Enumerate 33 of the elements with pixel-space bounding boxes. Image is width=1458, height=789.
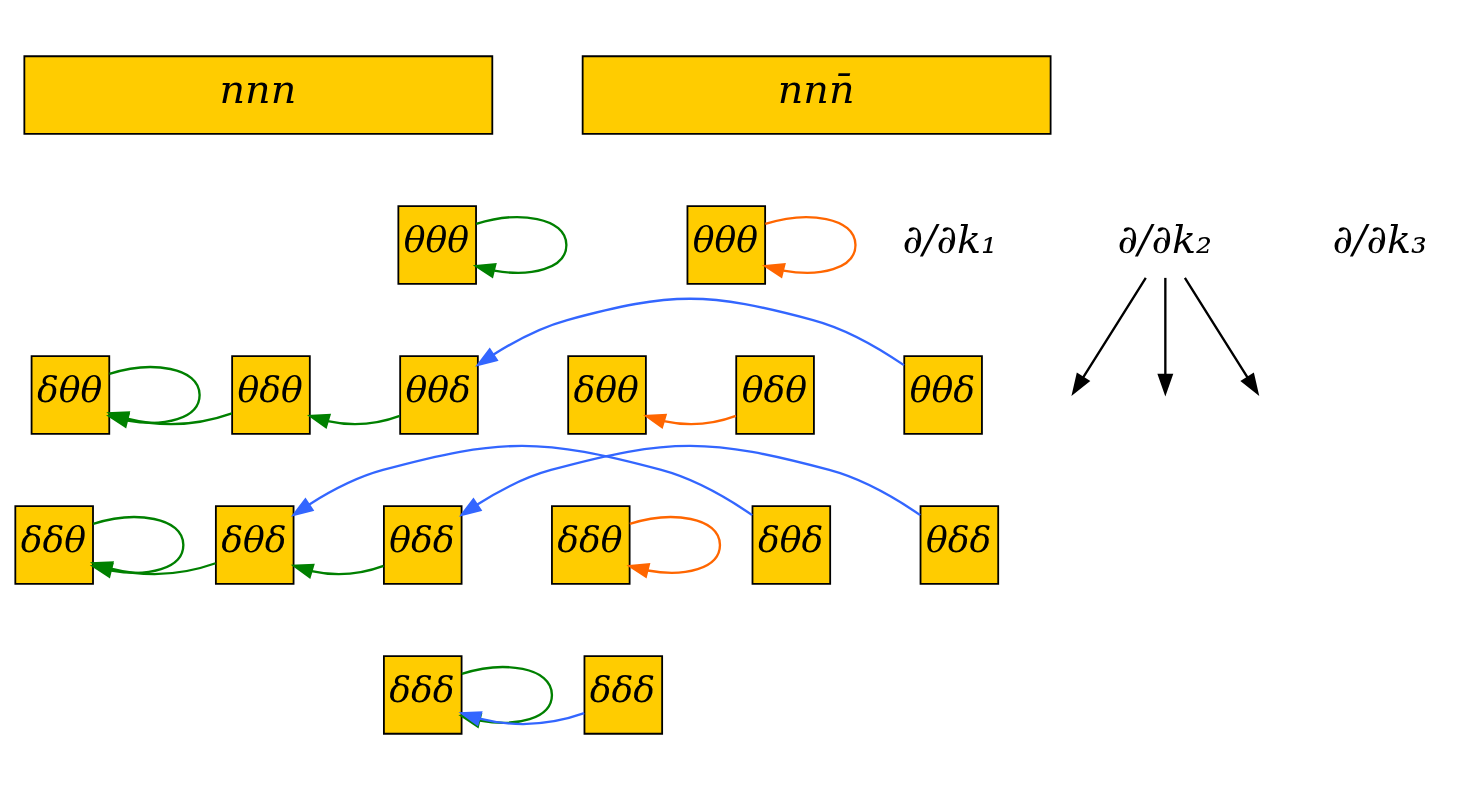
node-box: θθδ (903, 354, 983, 435)
arrow (306, 413, 401, 429)
arrow (472, 215, 568, 278)
node-box: θδδ (919, 504, 1000, 585)
arrow (626, 515, 722, 578)
arrow (643, 413, 737, 429)
arrow (1071, 276, 1147, 396)
node-box: δδθ (14, 504, 94, 585)
node-box: θθθ (397, 204, 477, 285)
node-box: nnn (23, 54, 494, 135)
node-box: δθθ (30, 354, 111, 435)
arrow (475, 297, 905, 367)
label: ∂/∂k₁ (902, 215, 997, 262)
arrow (1157, 277, 1174, 397)
node-box: θθδ (399, 354, 479, 435)
arrow (761, 215, 857, 278)
node-box: θδθ (735, 354, 815, 435)
node-box: δθθ (567, 354, 647, 435)
arrow (290, 444, 753, 517)
node-box: nnn̄ (581, 54, 1052, 135)
arrow (1183, 276, 1260, 396)
node-box: δδδ (383, 654, 463, 735)
arrow (290, 563, 384, 579)
node-box: δθδ (751, 504, 832, 585)
arrow (458, 444, 921, 517)
node-box: θδθ (231, 354, 311, 435)
label: ∂/∂k₃ (1332, 215, 1427, 262)
node-box: θθθ (686, 204, 767, 285)
node-box: δδθ (551, 504, 631, 585)
node-box: δθδ (214, 504, 295, 585)
node-box: θδδ (383, 504, 463, 585)
node-box: δδδ (583, 654, 664, 735)
node-text: ∂/∂k₂ (1117, 215, 1212, 262)
